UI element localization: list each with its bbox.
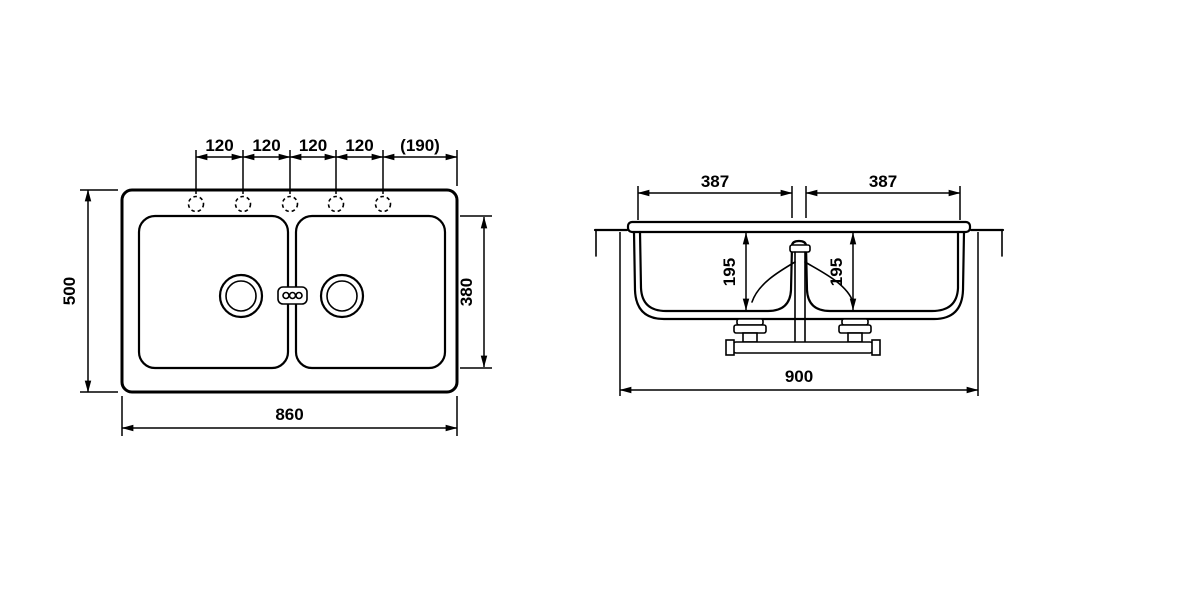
drain-nut — [733, 324, 767, 334]
faucet-hole — [374, 195, 392, 213]
top-view: 120 120 120 120 (190) 500 380 860 — [60, 136, 492, 436]
waste-pipe — [725, 339, 881, 356]
waste-pipe-cap-left — [725, 339, 735, 356]
left-drain-outer — [218, 273, 264, 319]
drain-flange — [736, 318, 764, 326]
dim-label-left-bowl-depth: 195 — [720, 258, 739, 286]
faucet-hole — [281, 195, 299, 213]
dim-label-overall-length: 900 — [785, 367, 813, 386]
dim-label-hole-spacing-3: 120 — [299, 136, 327, 155]
section-view: 387 387 195 195 900 — [593, 172, 1005, 396]
right-drain-outer — [319, 273, 365, 319]
dim-label-hole-spacing-4: 120 — [345, 136, 373, 155]
dimension-overall-depth: 500 — [60, 189, 118, 393]
faucet-hole — [327, 195, 345, 213]
left-drain-inner — [225, 280, 257, 312]
dim-label-right-bowl-depth: 195 — [827, 258, 846, 286]
drain-nut — [838, 324, 872, 334]
dimension-bowl-depths: 195 195 — [720, 232, 857, 311]
dim-label-hole-spacing-1: 120 — [205, 136, 233, 155]
waste-pipe-body — [732, 341, 874, 354]
dim-label-edge-offset: (190) — [400, 136, 440, 155]
dim-label-hole-spacing-2: 120 — [252, 136, 280, 155]
faucet-mount-nut — [789, 244, 811, 253]
hose-left — [751, 261, 796, 303]
dimension-bowl-span: 380 — [457, 215, 492, 369]
dim-label-left-bowl-width: 387 — [701, 172, 729, 191]
dim-label-overall-depth: 500 — [60, 277, 79, 305]
overflow-hole — [295, 291, 303, 300]
drain-flange — [841, 318, 869, 326]
faucet-hole — [187, 195, 205, 213]
dim-label-bowl-span: 380 — [457, 278, 476, 306]
sink-rim — [626, 220, 972, 234]
dimension-overall-width: 860 — [121, 396, 458, 436]
sink-shell — [632, 230, 966, 321]
left-drain-assembly — [733, 318, 767, 343]
right-drain-assembly — [838, 318, 872, 343]
right-drain-inner — [326, 280, 358, 312]
drain-tailpipe — [742, 332, 758, 343]
dimension-hole-spacing: 120 120 120 120 (190) — [195, 136, 458, 194]
dim-label-right-bowl-width: 387 — [869, 172, 897, 191]
waste-pipe-cap-right — [871, 339, 881, 356]
drain-tailpipe — [847, 332, 863, 343]
overflow-fitting — [277, 286, 308, 305]
bowl-inner-profile — [638, 230, 960, 313]
faucet-hole — [234, 195, 252, 213]
dimension-overall-length: 900 — [619, 367, 979, 394]
dim-label-overall-width: 860 — [275, 405, 303, 424]
dimension-bowl-widths: 387 387 — [637, 172, 961, 220]
